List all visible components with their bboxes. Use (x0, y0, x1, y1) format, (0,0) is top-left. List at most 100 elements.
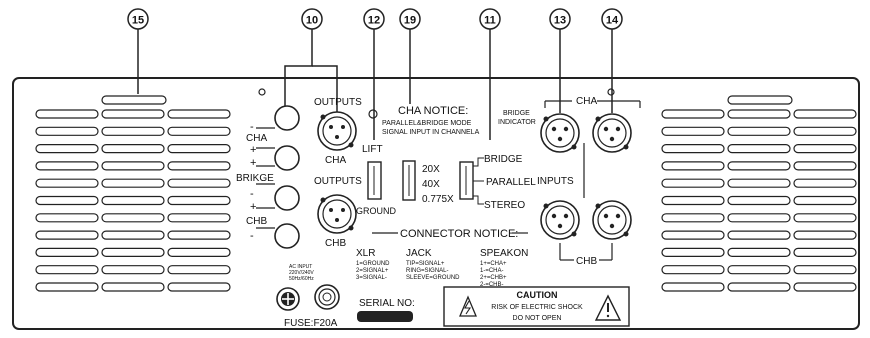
cha-notice-line1: PARALLEL&BRIDGE MODE (382, 120, 472, 127)
svg-text:10: 10 (306, 15, 318, 27)
xlr-input-chb-2[interactable] (592, 200, 632, 240)
gain-20x-label: 20X (422, 164, 440, 175)
vent-slot (35, 109, 99, 119)
electric-shock-icon (459, 295, 477, 317)
label-lift: LIFT (362, 144, 383, 155)
speakon-title: SPEAKON (480, 248, 528, 259)
vent-slot (661, 161, 725, 171)
svg-text:19: 19 (404, 15, 416, 27)
vent-slot (101, 126, 165, 136)
bridge-indicator-label: INDICATOR (498, 119, 536, 126)
vent-slot (727, 195, 791, 206)
vent-slot (167, 247, 231, 257)
xlr-input-cha-2[interactable] (592, 113, 632, 153)
vent-slot (793, 161, 857, 171)
label-cha-left: CHA (246, 133, 267, 144)
vent-slot (167, 195, 231, 206)
binding-post-chb-minus[interactable] (274, 223, 300, 249)
binding-post-chb-plus[interactable] (274, 185, 300, 211)
vent-slot (727, 161, 791, 171)
vent-slot (35, 161, 99, 171)
vent-slot (101, 144, 165, 154)
fuse-label: FUSE:F20A (284, 318, 338, 329)
callout-19: 19 (399, 8, 421, 104)
label-ground: GROUND (356, 206, 396, 216)
led-indicator-left (258, 88, 266, 96)
gain-40x-label: 40X (422, 179, 440, 190)
vent-slot (101, 195, 165, 206)
callout-10: 10 (284, 8, 338, 116)
vent-slot (661, 109, 725, 119)
xlr-output-cha[interactable] (317, 111, 357, 151)
jack-pin-text: RING=SIGNAL- (406, 268, 449, 274)
binding-post-cha-plus[interactable] (274, 145, 300, 171)
binding-post-cha-minus[interactable] (274, 105, 300, 131)
svg-text:12: 12 (368, 15, 380, 27)
binding-posts (256, 105, 300, 249)
vent-slot (793, 213, 857, 223)
vent-slot (101, 109, 165, 119)
vent-slot (727, 213, 791, 223)
callout-13: 13 (549, 8, 571, 113)
vent-slot (101, 265, 165, 275)
svg-text:13: 13 (554, 15, 566, 27)
xlr-input-chb-1[interactable] (540, 200, 580, 240)
vent-slot (167, 109, 231, 119)
panel-outline (12, 77, 860, 330)
sign-minus: - (250, 230, 254, 242)
notice-marker-icon (368, 109, 378, 119)
vent-slot (727, 178, 791, 188)
power-socket-icon[interactable] (276, 287, 300, 311)
jack-pin-text: TIP=SIGNAL+ (406, 261, 445, 267)
label-cha-inputs: CHA (576, 96, 597, 107)
cha-notice-line2: SIGNAL INPUT IN CHANNELA (382, 129, 480, 136)
vent-slot (727, 144, 791, 154)
svg-text:15: 15 (132, 15, 144, 27)
vent-slot (35, 213, 99, 223)
svg-text:11: 11 (484, 15, 496, 27)
vent-slot (661, 213, 725, 223)
vent-slot (35, 265, 99, 275)
vent-slot (101, 213, 165, 223)
caution-box: CAUTION RISK OF ELECTRIC SHOCK DO NOT OP… (443, 286, 630, 327)
mode-bridge-label: BRIDGE (484, 154, 523, 165)
label-cha-output: CHA (325, 155, 346, 166)
fuse-holder-icon[interactable] (314, 284, 340, 310)
vent-slot (793, 195, 857, 206)
sign-plus: + (250, 157, 256, 169)
serial-no-plate (357, 311, 413, 322)
vent-slot (661, 126, 725, 136)
label-chb-left: CHB (246, 216, 267, 227)
vent-slot (793, 178, 857, 188)
label-outputs-mid: OUTPUTS (314, 176, 362, 187)
vent-slot (101, 282, 165, 292)
xlr-pin-text: 3=SIGNAL- (356, 275, 387, 281)
vent-slot (35, 195, 99, 206)
caution-title: CAUTION (517, 290, 558, 300)
sign-plus: + (250, 144, 256, 156)
serial-no-label: SERIAL NO: (359, 298, 415, 309)
xlr-input-cha-1[interactable] (540, 113, 580, 153)
vent-slot (661, 144, 725, 154)
vent-slot (167, 126, 231, 136)
vent-slot (793, 126, 857, 136)
sign-minus: - (250, 121, 254, 133)
vent-slot (101, 178, 165, 188)
vent-slot (167, 282, 231, 292)
callout-15: 15 (127, 8, 149, 94)
speakon-pin-text: 2-=CHB- (480, 282, 504, 288)
vent-slot (35, 144, 99, 154)
sign-plus: + (250, 201, 256, 213)
xlr-output-chb[interactable] (317, 194, 357, 234)
bridge-indicator-label: BRIDGE (503, 110, 530, 117)
vent-slot (35, 178, 99, 188)
label-chb-output: CHB (325, 238, 346, 249)
caution-line1: RISK OF ELECTRIC SHOCK (491, 304, 583, 311)
xlr-pin-text: 1=GROUND (356, 261, 390, 267)
caution-line2: DO NOT OPEN (513, 315, 562, 322)
vent-slot (167, 213, 231, 223)
vent-slot (167, 161, 231, 171)
ac-input-text: 50Hz/60Hz (289, 276, 314, 282)
vent-slot (661, 247, 725, 257)
